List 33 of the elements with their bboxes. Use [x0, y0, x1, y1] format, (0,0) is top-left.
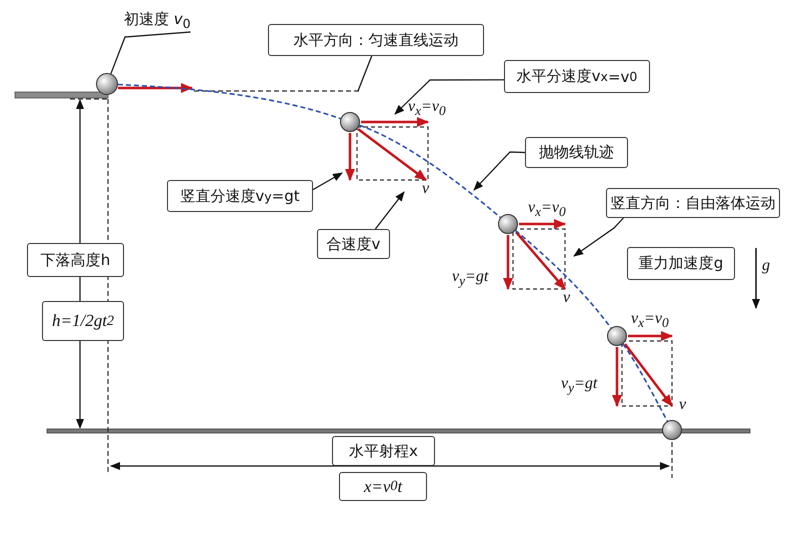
velocity-label: v$_{y}$=gt — [561, 375, 598, 396]
trajectory-curve — [515, 230, 612, 328]
velocity-label: v$_{x}$=v$_{0}$ — [631, 310, 669, 332]
arrow — [473, 151, 526, 191]
callout-label: 初速度 v$_{0}$ — [124, 10, 191, 31]
arrow — [394, 79, 504, 115]
arrow — [312, 172, 343, 190]
arrow — [374, 191, 405, 230]
ball — [96, 73, 118, 95]
callout-box: 重力加速度g — [627, 247, 735, 280]
velocity-label: v$_{x}$=v$_{0}$ — [528, 199, 566, 220]
callout-box: 抛物线轨迹 — [525, 137, 628, 168]
ball — [607, 326, 627, 346]
callout-box: 合速度v — [317, 229, 390, 259]
callout-box: 竖直方向：自由落体运动 — [606, 188, 780, 218]
leader-line — [110, 31, 191, 74]
trajectory-curve — [118, 84, 341, 120]
trajectory-curve — [622, 344, 668, 422]
arrow — [573, 218, 624, 257]
trajectory-curve — [359, 124, 501, 218]
ball — [340, 112, 360, 132]
gravity-label: g — [762, 257, 770, 275]
ball — [662, 420, 682, 440]
ball — [498, 214, 518, 234]
velocity-label: v$_{x}$=v$_{0}$ — [408, 98, 446, 120]
velocity-label: v — [679, 396, 686, 414]
velocity-label: v$_{y}$=gt — [452, 268, 488, 290]
callout-box: 水平方向：匀速直线运动 — [268, 24, 484, 56]
velocity-label: v — [422, 180, 430, 198]
velocity-label: v — [563, 289, 570, 307]
leader-line — [357, 56, 372, 92]
callout-box: 下落高度h — [27, 243, 124, 277]
callout-box: 水平射程x — [332, 436, 435, 466]
